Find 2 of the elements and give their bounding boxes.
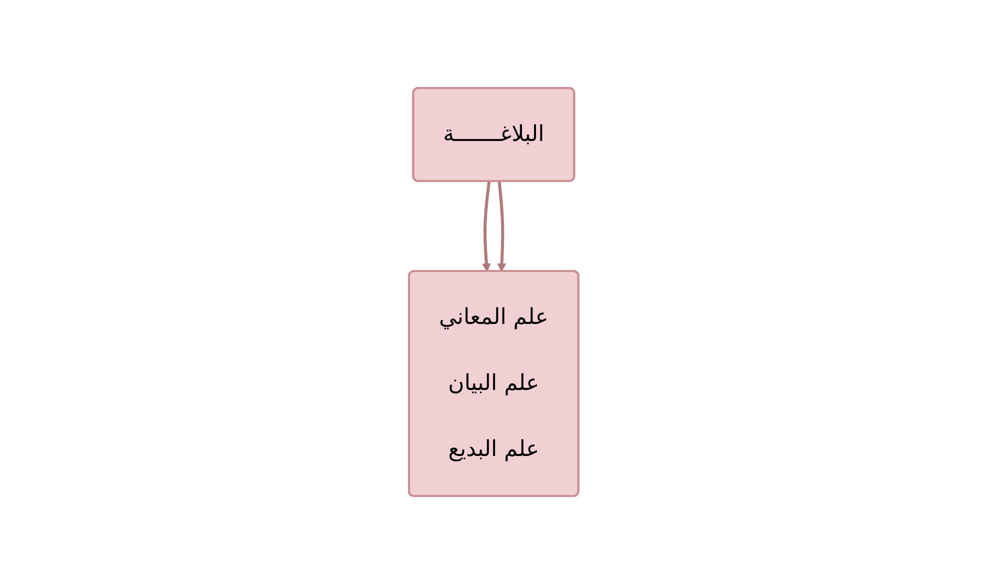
arrow [482, 180, 491, 272]
arrow [497, 180, 506, 272]
